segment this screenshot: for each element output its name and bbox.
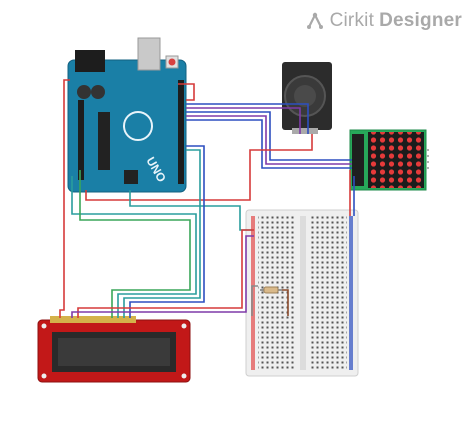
lcd-16x2 <box>37 316 191 383</box>
wire-teal-1 <box>129 190 252 231</box>
wire-purple-lcd <box>71 235 254 318</box>
wire-blue-2 <box>186 119 352 169</box>
arduino-uno: UNO <box>67 37 187 193</box>
brand-name-designer: Designer <box>379 10 462 31</box>
wire-green-1 <box>79 170 191 318</box>
resistor <box>260 286 282 294</box>
wire-purple-1 <box>186 115 352 165</box>
wire-gray-bb <box>251 285 258 316</box>
wire-purple-2 <box>186 107 301 134</box>
cirkit-designer-brand: Cirkit Designer <box>305 10 462 32</box>
wire-red-lcd-1 <box>59 79 70 318</box>
wire-red-joystick <box>85 134 313 201</box>
led-matrix <box>349 129 429 191</box>
wire-brown-bb <box>282 289 289 316</box>
cirkit-logo-icon <box>306 12 323 29</box>
joystick-module <box>282 62 332 134</box>
wire-teal-2 <box>71 176 197 318</box>
brand-name-cirkit: Cirkit <box>329 10 375 31</box>
wire-blue-1 <box>186 111 352 161</box>
wire-red-lcd-2 <box>77 229 254 318</box>
wire-teal-3 <box>123 149 201 318</box>
wire-blue-3 <box>186 103 309 134</box>
breadboard <box>245 209 359 377</box>
wire-red-power <box>178 83 195 101</box>
wires <box>59 79 355 318</box>
